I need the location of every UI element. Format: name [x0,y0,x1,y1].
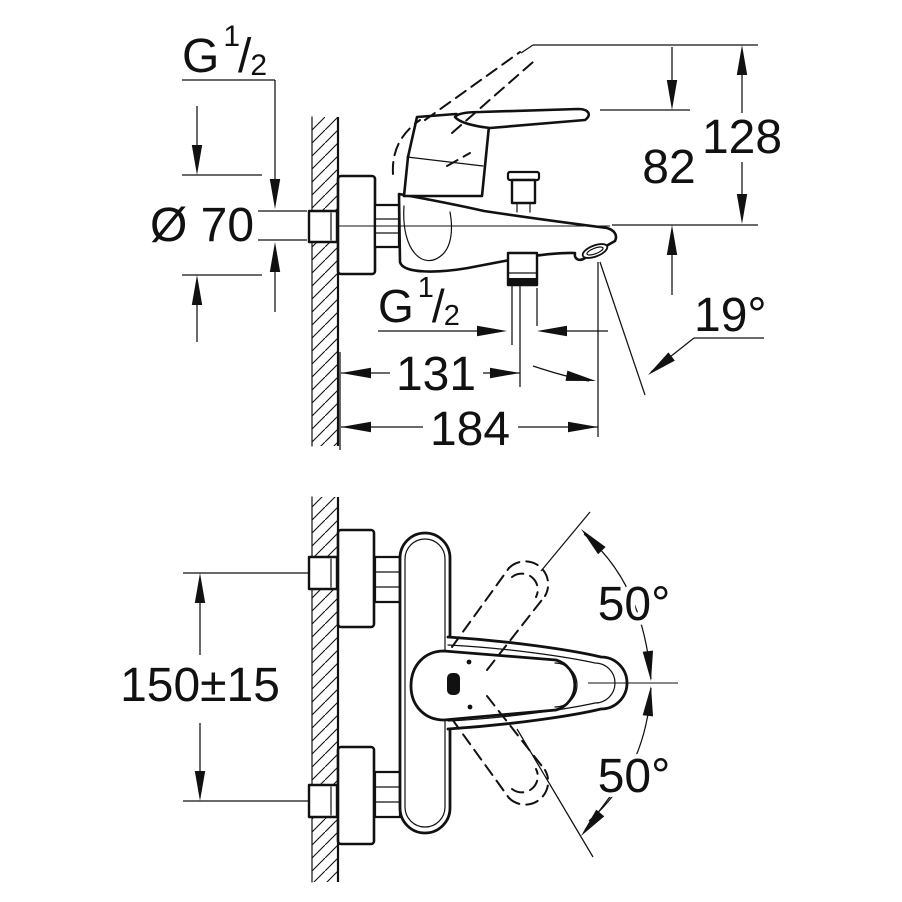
dim-text-50-upper: 50° [598,578,671,631]
escutcheon-lower [307,745,402,846]
escutcheon-upper [307,528,402,629]
dim-inlet-spacing: 150±15 [116,572,309,802]
dim-handle-heights: 82 128 [520,44,787,295]
dim-text-inlet-spacing: 150±15 [120,659,280,712]
spout [397,192,618,273]
dim-text-50-lower: 50° [598,750,671,803]
dim-text-128: 128 [702,111,782,164]
plan-view: 150±15 50° 50° [116,496,678,883]
aerator [581,243,609,259]
handle-swung-up-dashed [451,560,550,671]
escutcheon-side [336,174,377,276]
dim-50-upper: 50° [540,511,675,682]
dim-text-184: 184 [430,403,510,456]
lever-handle-side [453,107,591,130]
dim-text-131: 131 [396,348,476,401]
handle-swung-down-dashed [451,695,550,806]
dim-50-lower: 50° [516,685,675,858]
dim-escutcheon-diameter: Ø 70 [146,106,307,342]
handle-logo [447,673,460,695]
dim-text-82: 82 [642,141,695,194]
diverter-knob [506,170,541,213]
dim-text-19deg: 19° [694,289,767,342]
dim-184: 184 [339,262,599,461]
lever-handle-plan [409,649,577,722]
shower-outlet [506,251,539,387]
faucet-body-side [338,51,618,387]
faucet-body-plan [398,531,678,835]
lever-handle-raised-dashed [391,51,534,175]
dim-131: 131 [341,344,520,406]
dim-19deg: 19° [532,261,771,396]
wall-section-plan [311,496,340,883]
wall-section-side [311,116,340,447]
dim-text-escutcheon-diameter: Ø 70 [150,199,254,252]
